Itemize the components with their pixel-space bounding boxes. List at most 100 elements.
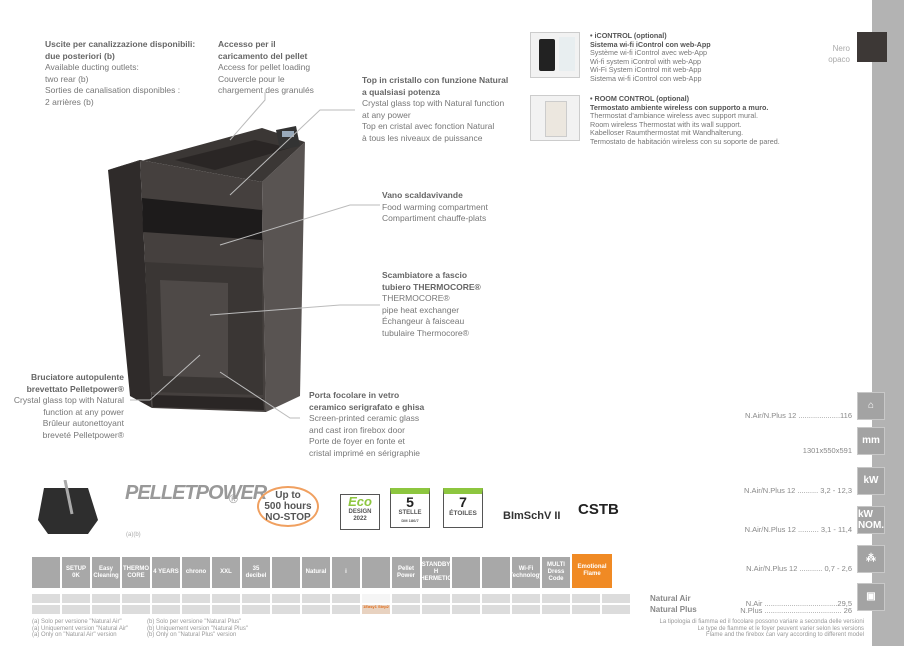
eco-design: DESIGN <box>348 509 372 515</box>
feature-availability-cell <box>332 594 360 603</box>
callout-title: tubiero THERMOCORE® <box>382 281 481 292</box>
callout-line: Screen-printed ceramic glass <box>309 413 420 423</box>
feature-icon <box>32 557 60 588</box>
option-subtitle: Termostato ambiente wireless con support… <box>590 102 769 112</box>
feature-icon: Pellet Power <box>392 557 420 588</box>
feature-icon: 4 YEARS <box>152 557 180 588</box>
callout-line: Compartiment chauffe-plats <box>382 213 487 223</box>
room-control-thermostat-image <box>530 95 580 141</box>
feature-availability-cell <box>242 605 270 614</box>
callout-line: Food warming compartment <box>382 201 488 212</box>
stars-number: 7 <box>459 494 467 510</box>
feature-availability-cell <box>32 605 60 614</box>
option-subtitle: Sistema wi-fi iControl con web-App <box>590 39 711 49</box>
feature-availability-cell <box>602 594 630 603</box>
callout-title: ceramico serigrafato e ghisa <box>309 401 425 412</box>
callout-line: chargement des granulés <box>218 85 314 95</box>
callout-title: a qualsiasi potenza <box>362 86 440 97</box>
feature-availability-cell <box>122 594 150 603</box>
power-flame-icon: kW <box>857 467 885 495</box>
pelletpower-logo: PELLETPOWER <box>125 482 267 504</box>
callout-title: Bruciatore autopulente <box>30 372 124 382</box>
badge-line: Up to <box>275 490 301 501</box>
stars-label: STELLE <box>398 510 422 516</box>
option-icontrol: • iCONTROL (optional)Sistema wi-fi iCont… <box>590 31 711 84</box>
spec-value: N.Air ..................................… <box>745 599 852 608</box>
callout-line: Sorties de canalisation disponibles : <box>45 85 181 95</box>
feature-availability-cell <box>422 594 450 603</box>
callout-line: function at any power <box>43 406 124 417</box>
feature-availability-cell <box>602 605 630 614</box>
pellet-consumption-icon: ⁂ <box>857 545 885 573</box>
spec-value: N.Air/N.Plus 12 .......... 3,2 - 12,3 <box>744 486 852 495</box>
footnote: (b) Solo per versione "Natural Plus" <box>147 619 242 625</box>
feature-icon: Natural <box>302 557 330 588</box>
spec-value: N.Air/N.Plus 12 .......... 3,1 - 11,4 <box>744 525 852 534</box>
feature-availability-cell <box>272 594 300 603</box>
stars-dm: DM 186/7 <box>401 518 419 523</box>
pelletpower-note: (a)(b) <box>126 532 141 538</box>
cstb-logo: CSTB <box>578 501 619 518</box>
color-swatch[interactable] <box>857 32 887 62</box>
footnotes-a: (a) Solo per versione "Natural Air"(a) U… <box>32 619 128 639</box>
flame-note: La tipologia di fiamma ed il focolare po… <box>660 619 864 639</box>
spec-value-nplus: N.Plus .................................… <box>740 606 852 615</box>
callout-line: Available ducting outlets: <box>45 62 139 72</box>
feature-availability-cell <box>272 605 300 614</box>
feature-availability-cell <box>62 594 90 603</box>
callout-title: Scambiatore a fascio <box>382 270 468 280</box>
option-line: Système wi-fi iControl avec web-App <box>590 48 708 58</box>
feature-availability-cell <box>512 594 540 603</box>
feature-icon: STANDBY H HERMETIC <box>422 557 450 588</box>
feature-availability-cell <box>512 605 540 614</box>
feature-availability-cell <box>92 605 120 614</box>
feature-icon: Wi-Fi Technology <box>512 557 540 588</box>
feature-availability-cell <box>182 605 210 614</box>
feature-availability-cell <box>392 594 420 603</box>
color-name: Nero <box>832 44 850 53</box>
version-natural-air: Natural Air <box>650 594 691 603</box>
feature-availability-cell <box>482 605 510 614</box>
callout-title: Top in cristallo con funzione Natural <box>362 75 509 85</box>
feature-availability-cell: 1Easy1 Step2 <box>362 604 390 614</box>
color-finish: opaco <box>828 55 850 64</box>
option-line: Wi-fi system iControl with web-App <box>590 56 702 66</box>
color-label: Nero opaco <box>800 43 850 65</box>
callout-ducting: Uscite per canalizzazione disponibili:du… <box>45 39 195 108</box>
feature-icon: i <box>332 557 360 588</box>
callout-line: Access for pellet loading <box>218 62 311 72</box>
stars-label: ÉTOILES <box>449 510 477 517</box>
right-sidebar <box>872 0 904 646</box>
feature-icon: chrono <box>182 557 210 588</box>
feature-availability-cell <box>152 605 180 614</box>
feature-icon: MULTI Dress Code <box>542 557 570 588</box>
feature-availability-cell <box>152 594 180 603</box>
callout-line: Porte de foyer en fonte et <box>309 436 405 446</box>
option-title: • iCONTROL (optional) <box>590 31 667 40</box>
feature-availability-cell <box>362 594 390 603</box>
option-room-control: • ROOM CONTROL (optional)Termostato ambi… <box>590 94 780 147</box>
spec-value: 1301x550x591 <box>802 446 852 455</box>
feature-availability-cell <box>92 594 120 603</box>
callout-line: Crystal glass top with Natural function <box>362 98 505 108</box>
feature-icon <box>362 557 390 588</box>
feature-icon <box>272 557 300 588</box>
eco-year: 2022 <box>353 516 367 522</box>
spec-value: N.Air/N.Plus 12 ....................116 <box>745 411 852 420</box>
natural-plus-row: 1Easy1 Step2 <box>32 604 630 614</box>
callout-line: THERMOCORE® <box>382 293 450 303</box>
note-line: La tipologia di fiamma ed il focolare po… <box>659 619 864 625</box>
feature-availability-cell <box>122 605 150 614</box>
tank-capacity-icon: ▣ <box>857 583 885 611</box>
callout-line: at any power <box>362 109 411 120</box>
note-line: Le type de flamme et le foyer peuvent va… <box>697 625 864 632</box>
feature-availability-cell <box>182 594 210 603</box>
badge-line: 500 hours <box>264 501 312 512</box>
badge-line: NO-STOP <box>265 512 311 523</box>
callout-line: Couvercle pour le <box>218 73 285 84</box>
callout-title: Porta focolare in vetro <box>309 390 400 400</box>
eco-text: Eco <box>348 494 372 509</box>
